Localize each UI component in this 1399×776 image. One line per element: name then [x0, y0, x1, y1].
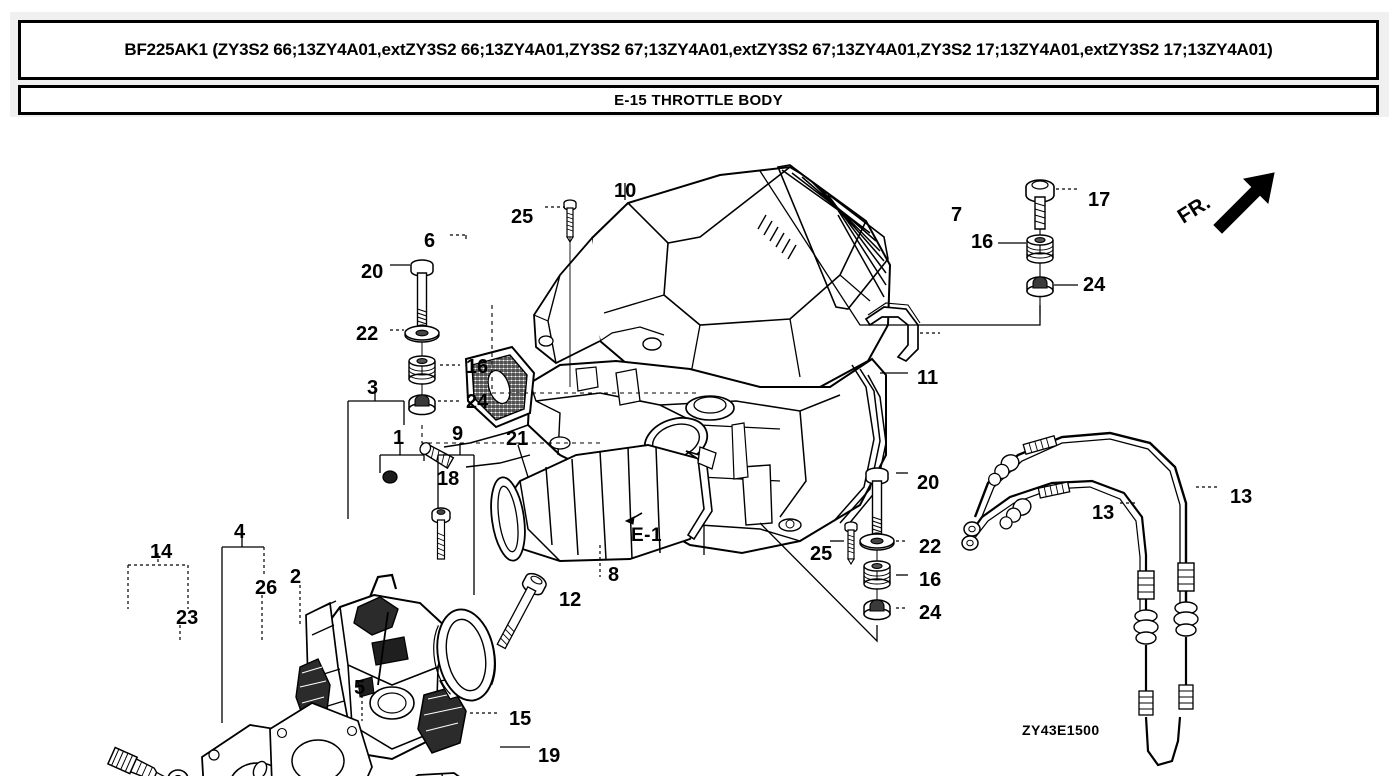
callout-number-9: 9 — [452, 423, 464, 445]
part-intake-elbow — [414, 772, 460, 776]
fastener-stack-right-upper — [1025, 179, 1055, 315]
callout-number-13: 13 — [1230, 486, 1253, 508]
callout-number-20: 20 — [917, 472, 940, 494]
reference-tag-e1: E-1 — [631, 525, 663, 546]
callout-number-8: 8 — [608, 564, 620, 586]
section-title-box: E-15 THROTTLE BODY — [18, 85, 1379, 115]
callout-number-24: 24 — [466, 391, 489, 413]
section-title: E-15 THROTTLE BODY — [614, 91, 783, 109]
callout-number-1: 1 — [393, 427, 405, 449]
part-bolt-21 — [496, 572, 547, 650]
callout-number-11: 11 — [917, 367, 939, 389]
fastener-stack-right-lower — [859, 467, 895, 621]
callout-number-2: 2 — [290, 566, 302, 588]
callout-number-16: 16 — [466, 356, 489, 378]
callout-number-20: 20 — [361, 261, 384, 283]
callout-number-25: 25 — [810, 543, 833, 565]
callout-number-10: 10 — [614, 180, 637, 202]
callout-number-7: 7 — [951, 204, 963, 226]
fastener-stack-left — [404, 259, 440, 416]
part-air-intake-cover — [533, 164, 892, 399]
part-air-duct-tube — [490, 444, 717, 562]
part-bolt-18 — [431, 507, 451, 560]
parts-diagram-svg — [106, 164, 1220, 776]
part-air-screen — [464, 345, 536, 429]
callout-number-16: 16 — [919, 569, 942, 591]
part-throttle-cables — [961, 431, 1199, 767]
callout-number-14: 14 — [150, 541, 173, 563]
callout-number-18: 18 — [437, 468, 460, 490]
part-gasket-plates — [201, 702, 373, 776]
callout-number-12: 12 — [559, 589, 582, 611]
model-title-box: BF225AK1 (ZY3S2 66;13ZY4A01,extZY3S2 66;… — [18, 20, 1379, 80]
callout-number-21: 21 — [506, 428, 529, 450]
callout-number-23: 23 — [176, 607, 199, 629]
part-screw-25-upper — [563, 199, 577, 387]
callout-number-13: 13 — [1092, 502, 1115, 524]
callout-number-5: 5 — [354, 677, 366, 699]
fr-indicator: FR. — [1174, 163, 1288, 243]
callout-number-26: 26 — [255, 577, 278, 599]
part-temp-sensor — [106, 746, 189, 776]
callout-number-22: 22 — [919, 536, 942, 558]
callout-number-3: 3 — [367, 377, 379, 399]
part-screw-25-lower — [844, 521, 858, 565]
callout-number-16: 16 — [971, 231, 994, 253]
part-seal-ring — [433, 608, 496, 702]
callout-number-6: 6 — [424, 230, 436, 252]
callout-number-15: 15 — [509, 708, 532, 730]
callout-number-19: 19 — [538, 745, 561, 767]
callout-number-22: 22 — [356, 323, 379, 345]
callout-number-24: 24 — [1083, 274, 1106, 296]
diagram-code: ZY43E1500 — [1022, 722, 1100, 738]
part-breather-hose — [864, 302, 921, 363]
leader-lines — [127, 170, 1220, 748]
page-title: BF225AK1 (ZY3S2 66;13ZY4A01,extZY3S2 66;… — [124, 40, 1273, 60]
fr-arrow-icon — [1213, 172, 1275, 234]
callout-number-4: 4 — [234, 521, 246, 543]
callout-number-24: 24 — [919, 602, 942, 624]
callout-number-25: 25 — [511, 206, 534, 228]
part-group-1 — [382, 442, 455, 484]
callout-number-17: 17 — [1088, 189, 1111, 211]
